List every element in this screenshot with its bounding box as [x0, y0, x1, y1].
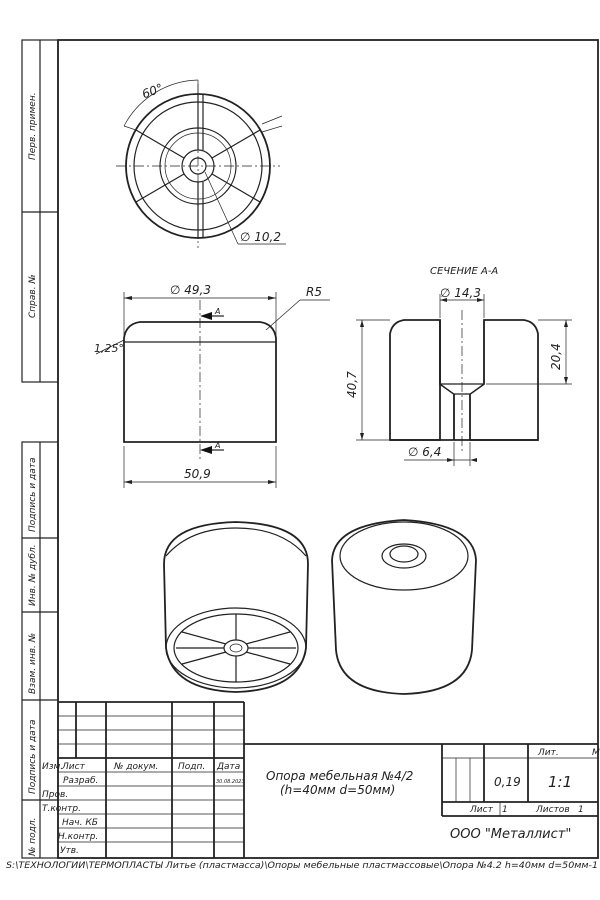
dia-10-2-label: ∅ 10,2: [240, 230, 281, 244]
iso-view-right: [331, 519, 477, 695]
date-value: 30.08.2023: [216, 779, 245, 785]
file-path: S:\ТЕХНОЛОГИИ\ТЕРМОПЛАСТЫ Литье (пластма…: [6, 861, 598, 871]
front-radius-label: R5: [306, 285, 322, 299]
section-title: СЕЧЕНИЕ А-А: [430, 266, 498, 277]
section-height-label: 40,7: [345, 371, 359, 398]
side-label-inv-no-podl: № подл.: [28, 818, 38, 857]
doc-title-line2: (h=40мм d=50мм): [280, 783, 395, 797]
sheet-label: Лист: [469, 805, 494, 815]
sheet-value: 1: [502, 805, 508, 815]
header-izm: Изм.: [42, 762, 63, 772]
sheets-label: Листов: [535, 805, 570, 815]
top-view: [116, 79, 286, 248]
sheet-frame: [21, 39, 599, 859]
sheets-value: 1: [578, 805, 584, 815]
front-view: [95, 292, 330, 488]
header-data: Дата: [216, 762, 240, 772]
iso-view-left: [163, 521, 309, 693]
row-n-kontr: Н.контр.: [58, 832, 98, 842]
front-chamfer-label: 1,25°: [94, 342, 124, 355]
header-n-dokum: № докум.: [113, 762, 158, 772]
title-block: [58, 701, 598, 858]
side-label-sprav-no: Справ. №: [28, 274, 38, 318]
angle-label: 60°: [140, 81, 165, 101]
row-prov: Пров.: [42, 790, 68, 800]
header-podp: Подп.: [178, 762, 205, 772]
side-label-inv-no-dubl: Инв. № дубл.: [28, 544, 38, 606]
front-dia-bottom-label: 50,9: [184, 467, 211, 481]
row-t-kontr: Т.контр.: [42, 804, 81, 814]
company-name: ООО "Металлист": [450, 827, 571, 842]
doc-title-line1: Опора мебельная №4/2: [266, 769, 413, 783]
lit-header: Лит.: [537, 748, 559, 758]
section-dia-top-label: ∅ 14,3: [440, 286, 481, 300]
edge-letter: М: [592, 748, 600, 758]
section-dia-bottom-label: ∅ 6,4: [408, 445, 441, 459]
front-dia-top-label: ∅ 49,3: [170, 283, 211, 297]
mass-value: 0,19: [494, 775, 521, 789]
section-inner-height-label: 20,4: [549, 343, 563, 370]
row-utv: Утв.: [60, 846, 79, 856]
row-nach-kb: Нач. КБ: [62, 818, 98, 828]
row-razrab: Разраб.: [63, 776, 98, 786]
section-view: [356, 294, 572, 466]
section-mark-bottom: А: [214, 441, 220, 450]
side-label-podpis-data-1: Подпись и дата: [28, 457, 38, 532]
section-mark-top: А: [214, 307, 220, 316]
side-label-perv-primen: Перв. примен.: [28, 92, 38, 160]
scale-value: 1:1: [548, 773, 572, 791]
header-list: Лист: [61, 762, 86, 772]
side-label-podpis-data-2: Подпись и дата: [28, 719, 38, 794]
side-label-vzam-inv-no: Взам. инв. №: [28, 633, 38, 694]
